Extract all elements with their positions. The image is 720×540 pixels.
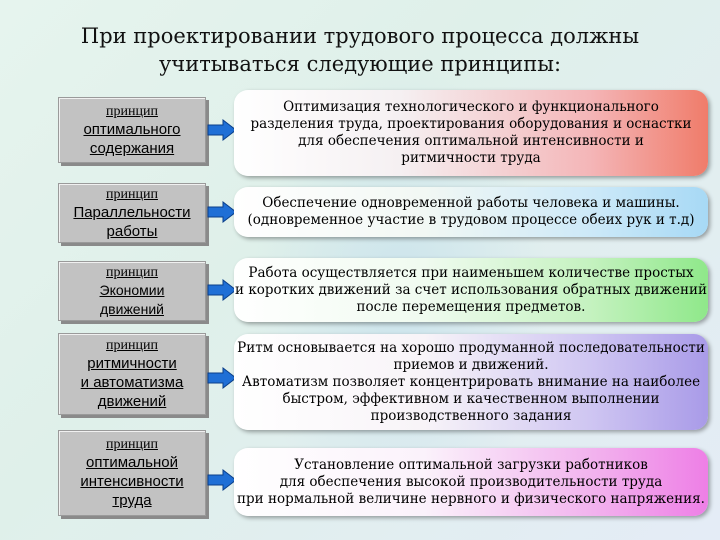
description-line: Работа осуществляется при наименьшем кол… — [248, 264, 694, 281]
principle-name-line: интенсивности — [80, 473, 184, 490]
principle-label: принцип — [106, 186, 158, 202]
description-box-optimal-content: Оптимизация технологического и функциона… — [234, 90, 708, 176]
slide-title: При проектировании трудового процесса до… — [40, 22, 680, 78]
principle-box-economy: принцип Экономии движений — [58, 261, 206, 321]
principle-name-line: работы — [106, 222, 158, 240]
description-line: Автоматизм позволяет концентрировать вни… — [241, 373, 701, 390]
arrow-right-icon — [207, 201, 237, 223]
description-line: Обеспечение одновременной работы человек… — [262, 195, 680, 211]
description-box-rhythm: Ритм основывается на хорошо продуманной … — [234, 334, 708, 430]
description-box-parallelism: Обеспечение одновременной работы человек… — [234, 187, 708, 237]
principle-name-line: содержания — [89, 139, 175, 157]
description-line: разделения труда, проектирования оборудо… — [250, 116, 692, 132]
principle-box-optimal-content: принцип оптимального содержания — [58, 97, 206, 163]
description-line: ритмичности труда — [401, 150, 541, 166]
description-line: Установление оптимальной загрузки работн… — [294, 456, 648, 473]
description-line: производственного задания — [370, 407, 572, 424]
title-line-1: При проектировании трудового процесса до… — [80, 24, 640, 48]
principle-name-line: оптимального — [83, 120, 181, 138]
description-line: Ритм основывается на хорошо продуманной … — [237, 339, 705, 356]
arrow-right-icon — [207, 279, 237, 301]
principle-name-line: Экономии — [99, 281, 165, 298]
description-line: (одновременное участие в трудовом процес… — [247, 212, 695, 228]
description-line: быстром, эффективном и качественном выпо… — [282, 390, 660, 407]
arrow-right-icon — [207, 469, 237, 491]
principle-name-line: и автоматизма — [80, 374, 184, 391]
principle-label: принцип — [106, 264, 158, 280]
arrow-right-icon — [207, 119, 237, 141]
principle-label: принцип — [106, 103, 158, 119]
principle-name-line: ритмичности — [87, 355, 177, 372]
description-line: приемов и движений. — [393, 356, 549, 373]
principle-label: принцип — [106, 338, 158, 353]
description-line: для обеспечения высокой производительнос… — [279, 473, 663, 490]
principle-label: принцип — [106, 437, 158, 452]
title-line-2: учитываться следующие принципы: — [158, 52, 562, 76]
principle-name-line: движений — [100, 300, 164, 317]
principle-box-rhythm: принцип ритмичности и автоматизма движен… — [58, 333, 206, 415]
description-line: после перемещения предметов. — [356, 298, 586, 315]
arrow-right-icon — [207, 367, 237, 389]
principle-name-line: Параллельности — [73, 203, 191, 221]
description-line: Оптимизация технологического и функциона… — [283, 99, 659, 115]
principle-name-line: движений — [97, 393, 167, 410]
principle-name-line: труда — [112, 492, 152, 509]
principle-box-intensity: принцип оптимальной интенсивности труда — [58, 430, 206, 516]
description-line: и коротких движений за счет использовани… — [235, 281, 707, 298]
description-box-economy: Работа осуществляется при наименьшем кол… — [234, 258, 708, 322]
description-line: для обеспечения оптимальной интенсивност… — [298, 133, 644, 149]
principle-box-parallelism: принцип Параллельности работы — [58, 183, 206, 243]
description-box-intensity: Установление оптимальной загрузки работн… — [234, 448, 708, 516]
description-line: при нормальной величине нервного и физич… — [237, 490, 705, 507]
principle-name-line: оптимальной — [86, 454, 178, 471]
